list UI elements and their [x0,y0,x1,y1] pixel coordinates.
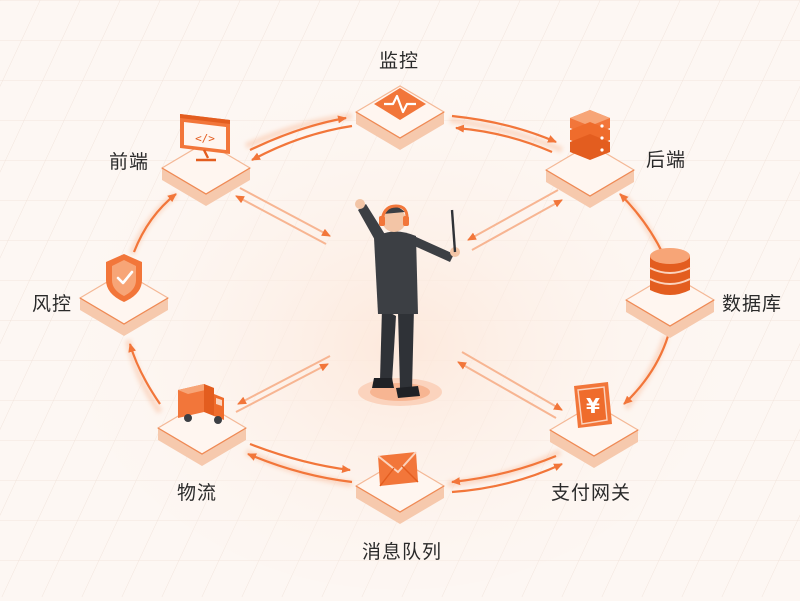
label-queue: 消息队列 [362,541,443,563]
arrow-queue-to-payment [451,463,563,494]
label-database: 数据库 [722,293,783,315]
delivery-truck-icon [178,384,224,424]
conductor-icon [355,199,460,406]
spoke-frontend-to-center [239,187,331,237]
label-frontend: 前端 [109,151,150,173]
node-database [624,273,716,338]
arrow-queue-to-logistics [247,452,353,484]
node-frontend [160,141,252,206]
code-screen-icon: </> [180,114,230,162]
database-icon [649,248,691,295]
node-backend [544,143,636,208]
arrow-database-to-payment [623,335,670,405]
spoke-center-to-frontend [235,195,327,245]
node-payment [548,403,640,468]
svg-text:</>: </> [195,132,215,145]
arrow-monitor-to-frontend [251,124,353,161]
label-monitor: 监控 [379,50,420,72]
envelope-icon [377,451,419,487]
arrow-logistics-to-queue [249,442,351,473]
arrow-risk-to-frontend [132,193,177,253]
arrow-frontend-to-monitor [249,115,347,151]
pulse-monitor-icon [374,88,426,120]
server-rack-icon [570,110,610,160]
spoke-center-to-backend [471,199,563,251]
arrow-logistics-to-risk [128,343,161,405]
platforms [78,85,716,524]
spoke-center-to-logistics [237,355,331,405]
svg-text:¥: ¥ [586,394,600,418]
arrow-payment-to-queue [451,454,557,486]
shield-check-icon [106,254,142,302]
label-backend: 后端 [646,149,687,171]
arrow-monitor-to-backend [451,114,557,144]
label-risk: 风控 [32,293,73,315]
spoke-center-to-payment [461,351,563,411]
arrow-backend-to-monitor [455,124,553,154]
spoke-logistics-to-center [235,363,329,413]
node-queue [354,459,446,524]
yen-coin-icon: ¥ [574,382,612,428]
spoke-backend-to-center [467,189,559,241]
label-logistics: 物流 [177,482,218,504]
spoke-payment-to-center [457,361,557,419]
label-payment: 支付网关 [551,482,632,504]
